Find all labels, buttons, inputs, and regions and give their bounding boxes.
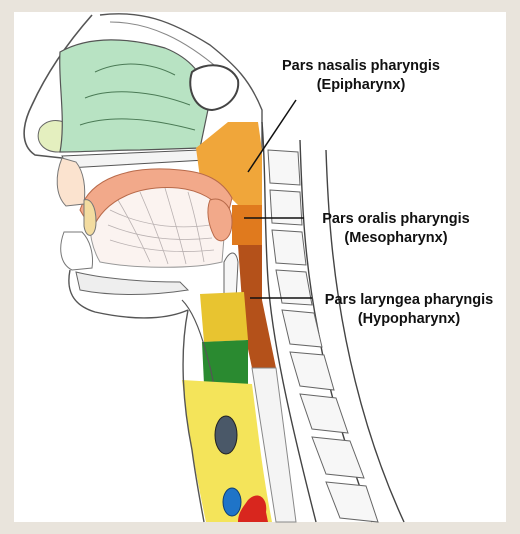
oropharynx-label-line1: Pars oralis pharyngis (306, 210, 486, 229)
laryngopharynx-label: Pars laryngea pharyngis (Hypopharynx) (314, 291, 504, 329)
nasopharynx-label-line1: Pars nasalis pharyngis (266, 57, 456, 76)
oropharynx-region (232, 205, 262, 245)
laryngopharynx-label-line1: Pars laryngea pharyngis (314, 291, 504, 310)
nasopharynx-label: Pars nasalis pharyngis (Epipharynx) (266, 57, 456, 95)
thyroid-gland (215, 416, 237, 454)
larynx-region (200, 292, 248, 342)
nasopharynx-label-line2: (Epipharynx) (266, 76, 456, 95)
vein (223, 488, 241, 516)
laryngopharynx-label-line2: (Hypopharynx) (314, 310, 504, 329)
oropharynx-label: Pars oralis pharyngis (Mesopharynx) (306, 210, 486, 248)
oropharynx-label-line2: (Mesopharynx) (306, 229, 486, 248)
